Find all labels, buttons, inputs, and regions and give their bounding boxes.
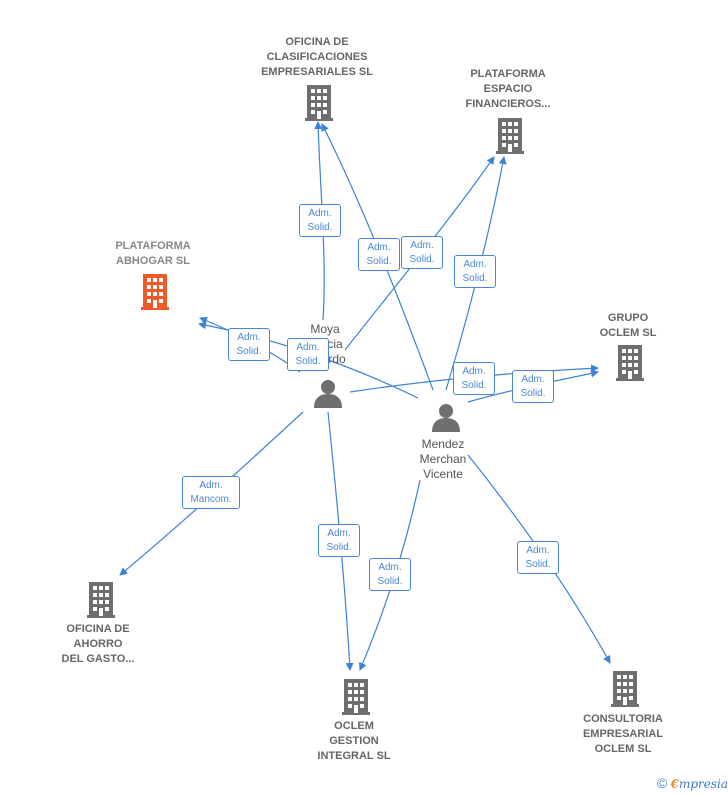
- person-icon: [314, 380, 342, 408]
- relation-label[interactable]: Adm. Mancom.: [182, 476, 240, 509]
- relation-label[interactable]: Adm. Solid.: [287, 338, 329, 371]
- relation-label[interactable]: Adm. Solid.: [369, 558, 411, 591]
- node-plataforma-abhogar-label[interactable]: PLATAFORMA ABHOGAR SL: [115, 240, 191, 267]
- node-oficina-ahorro-label[interactable]: OFICINA DE AHORRO DEL GASTO...: [61, 623, 135, 665]
- building-icon-focus: [141, 274, 169, 310]
- person-icon: [432, 404, 460, 432]
- relation-label[interactable]: Adm. Solid.: [228, 328, 270, 361]
- building-icon: [87, 582, 115, 618]
- relation-label[interactable]: Adm. Solid.: [454, 255, 496, 288]
- footer-brand: © €mpresia: [657, 775, 728, 791]
- brand-logo-e: €: [670, 777, 679, 791]
- relation-label[interactable]: Adm. Solid.: [517, 541, 559, 574]
- relation-label[interactable]: Adm. Solid.: [512, 370, 554, 403]
- node-oclem-gestion-label[interactable]: OCLEM GESTION INTEGRAL SL: [317, 720, 391, 762]
- node-oficina-clasificaciones-label[interactable]: OFICINA DE CLASIFICACIONES EMPRESARIALES…: [261, 36, 373, 78]
- brand-name: mpresia: [678, 777, 728, 791]
- relation-label[interactable]: Adm. Solid.: [401, 236, 443, 269]
- node-plataforma-espacio-label[interactable]: PLATAFORMA ESPACIO FINANCIEROS...: [465, 68, 551, 110]
- relation-label[interactable]: Adm. Solid.: [318, 524, 360, 557]
- building-icon: [342, 679, 370, 715]
- building-icon: [496, 118, 524, 154]
- relation-label[interactable]: Adm. Solid.: [299, 204, 341, 237]
- node-grupo-oclem-label[interactable]: GRUPO OCLEM SL: [599, 312, 657, 339]
- building-icon: [616, 345, 644, 381]
- building-icon: [305, 85, 333, 121]
- node-consultoria-label[interactable]: CONSULTORIA EMPRESARIAL OCLEM SL: [582, 713, 664, 755]
- node-mendez-label[interactable]: Mendez Merchan Vicente: [419, 437, 467, 481]
- relation-label[interactable]: Adm. Solid.: [453, 362, 495, 395]
- copyright-icon: ©: [656, 775, 668, 791]
- relation-label[interactable]: Adm. Solid.: [358, 238, 400, 271]
- building-icon: [611, 671, 639, 707]
